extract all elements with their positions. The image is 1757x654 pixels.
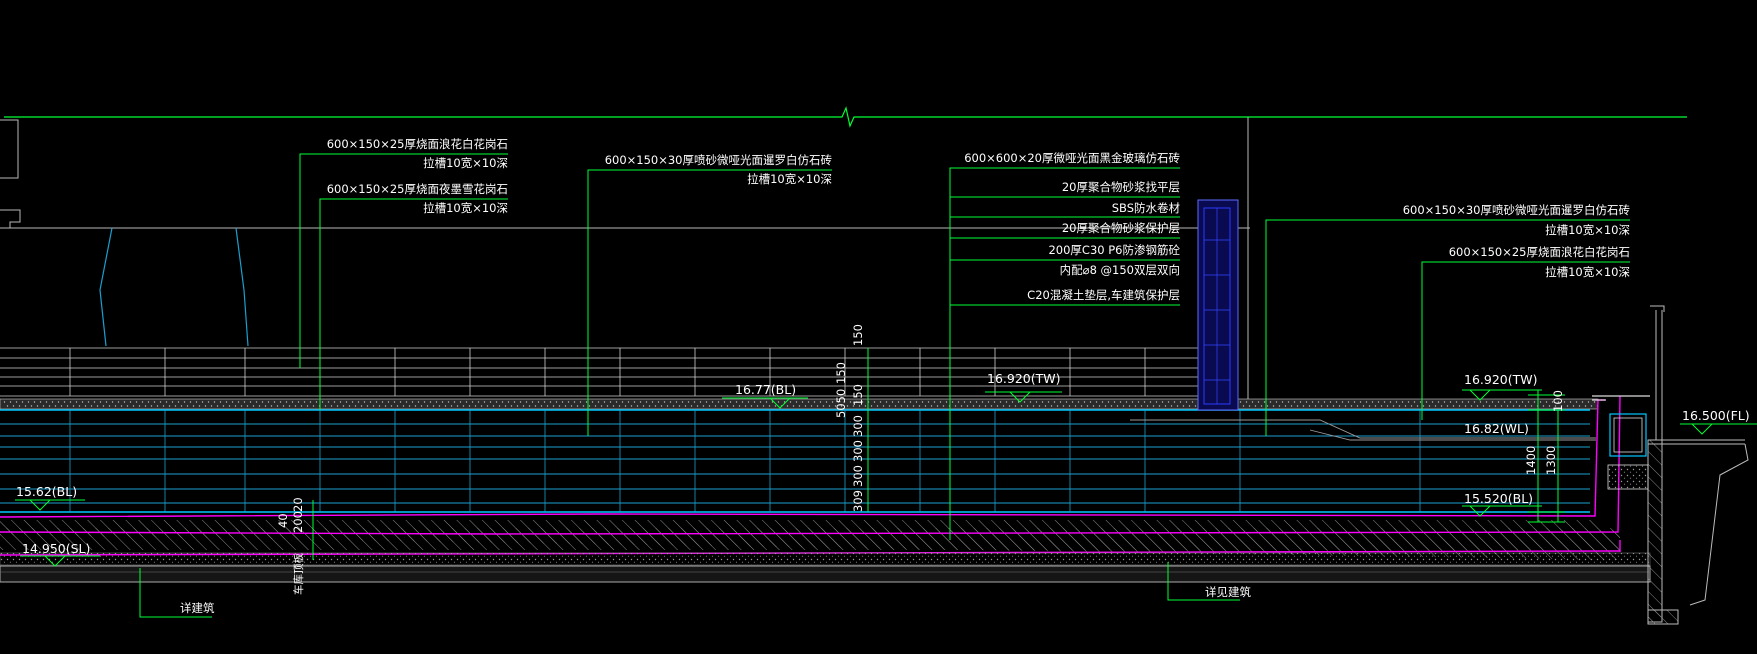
callout-d3: 600×150×25厚烧面浪花白花岗石 xyxy=(1449,245,1630,259)
callout-c5: 200厚C30 P6防渗钢筋砼 xyxy=(1048,243,1180,257)
blue-feature-wall xyxy=(1197,199,1239,411)
callout-group-b: 600×150×30厚喷砂微哑光面暹罗白仿石砖 拉槽10宽×10深 xyxy=(605,153,833,186)
dim-v1: 150 xyxy=(851,324,865,346)
pool-vertical-lines xyxy=(69,410,1421,512)
callout-c2: 20厚聚合物砂浆找平层 xyxy=(1062,180,1180,194)
callout-b2: 拉槽10宽×10深 xyxy=(747,172,832,186)
elev-bl-1562: 15.62(BL) xyxy=(16,484,77,499)
left-column-lines xyxy=(99,227,249,347)
dim-v4: 300 xyxy=(851,415,865,437)
callout-a3: 600×150×25厚烧面夜墨雪花岗石 xyxy=(327,182,508,196)
dim-v9: 200 xyxy=(291,511,305,533)
elev-sl-14950: 14.950(SL) xyxy=(22,541,90,556)
note-e1: 详建筑 xyxy=(180,601,215,615)
callout-b1: 600×150×30厚喷砂微哑光面暹罗白仿石砖 xyxy=(605,153,833,167)
coping-dots: /* dots drawn below */ xyxy=(3,401,1599,407)
callout-c3: SBS防水卷材 xyxy=(1112,201,1181,215)
elevation-labels: 16.77(BL) 16.920(TW) 16.920(TW) 16.82(WL… xyxy=(16,371,1750,556)
dim-r3: 1300 xyxy=(1544,446,1558,475)
callout-d4: 拉槽10宽×10深 xyxy=(1545,265,1630,279)
callout-d1: 600×150×30厚喷砂微哑光面暹罗白仿石砖 xyxy=(1403,203,1631,217)
dim-v8: 309 xyxy=(851,490,865,512)
pool-horizontal-lines xyxy=(0,409,1590,513)
elev-tw-right: 16.920(TW) xyxy=(1464,372,1538,387)
elev-fl-16500: 16.500(FL) xyxy=(1682,408,1750,423)
dim-r1: 100 xyxy=(1551,390,1565,412)
callout-c6: 内配⌀8 @150双层双向 xyxy=(1060,263,1180,277)
callout-a1: 600×150×25厚烧面浪花白花岗石 xyxy=(327,137,508,151)
coping-band xyxy=(0,398,1599,410)
dimension-labels: 150 5050 150 150 300 300 300 309 200 20 … xyxy=(276,324,1565,533)
dim-v3: 150 xyxy=(834,362,848,384)
dim-r2: 1400 xyxy=(1524,446,1538,475)
dim-v3b: 150 xyxy=(851,384,865,406)
callout-group-d: 600×150×30厚喷砂微哑光面暹罗白仿石砖 拉槽10宽×10深 600×15… xyxy=(1403,203,1631,279)
elev-tw-mid: 16.920(TW) xyxy=(987,371,1061,386)
leader-lines xyxy=(139,153,1630,618)
callout-group-a: 600×150×25厚烧面浪花白花岗石 拉槽10宽×10深 600×150×25… xyxy=(327,137,508,215)
callout-a4: 拉槽10宽×10深 xyxy=(423,201,508,215)
callout-a2: 拉槽10宽×10深 xyxy=(423,156,508,170)
bottom-notes: 详建筑 详见建筑 车库顶板 xyxy=(180,553,1251,615)
concrete-base-hatch xyxy=(0,528,1620,550)
right-dimension-lines xyxy=(1528,390,1565,523)
dim-v6: 300 xyxy=(851,465,865,487)
dim-v5: 300 xyxy=(851,440,865,462)
elev-bl-1677: 16.77(BL) xyxy=(735,382,796,397)
dim-v10: 20 xyxy=(291,497,305,512)
wall-pattern xyxy=(1204,208,1230,404)
note-e2: 详见建筑 xyxy=(1205,585,1251,599)
callout-c1: 600×600×20厚微哑光面黑金玻璃仿石砖 xyxy=(964,151,1180,165)
callout-c4: 20厚聚合物砂浆保护层 xyxy=(1062,221,1180,235)
right-structure xyxy=(1647,305,1749,625)
dim-v11: 40 xyxy=(276,513,290,528)
top-break-line xyxy=(4,106,1687,128)
structure-slab xyxy=(0,565,1651,583)
dim-v2: 5050 xyxy=(834,389,848,418)
callout-group-c: 600×600×20厚微哑光面黑金玻璃仿石砖 20厚聚合物砂浆找平层 SBS防水… xyxy=(964,151,1180,302)
elev-bl-15520: 15.520(BL) xyxy=(1464,491,1533,506)
pool-water xyxy=(0,410,1590,514)
paving-tile-grid xyxy=(0,347,1200,397)
elev-wl-1682: 16.82(WL) xyxy=(1464,421,1529,436)
note-e3: 车库顶板 xyxy=(292,553,305,595)
gravel-base xyxy=(0,552,1651,566)
left-structure-outline xyxy=(0,117,1250,400)
overflow-channel xyxy=(1592,395,1650,490)
callout-c7: C20混凝土垫层,车建筑保护层 xyxy=(1027,288,1180,302)
callout-d2: 拉槽10宽×10深 xyxy=(1545,223,1630,237)
slab-slope-lines xyxy=(1130,419,1596,441)
elevation-markers xyxy=(15,389,1757,567)
